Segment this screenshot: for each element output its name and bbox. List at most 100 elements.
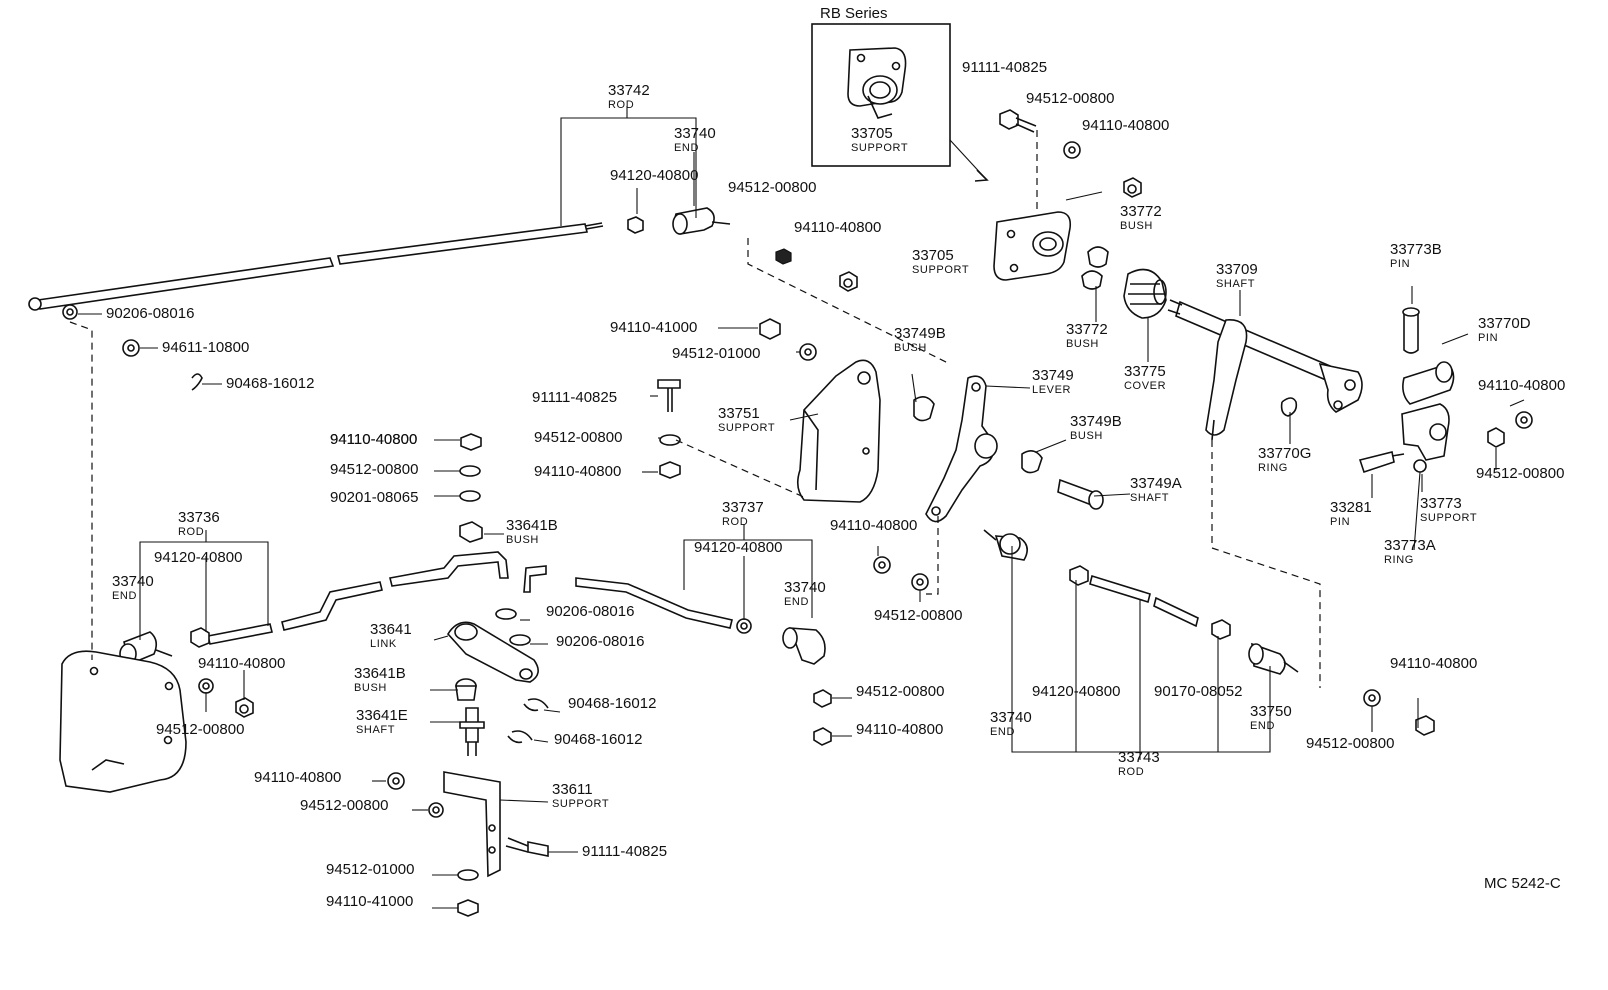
rb-series-inset: RB Series 33705 SUPPORT: [811, 5, 989, 182]
part-label-washer-94512-right: 94512-00800: [1476, 465, 1564, 482]
part-label-nut-94120-right: 94120-40800: [1032, 683, 1120, 700]
part-name: BUSH: [894, 342, 927, 354]
part-number: 94110-40800: [1478, 377, 1565, 394]
part-number: 33750: [1250, 703, 1292, 720]
part-number: 33281: [1330, 499, 1372, 516]
part-name: END: [784, 596, 809, 608]
rod-33743-drawing: [983, 529, 1435, 736]
top-right-hardware: [999, 109, 1142, 198]
right-pins: [1280, 307, 1533, 474]
part-label-nut-94110-l2: 94110-40800: [330, 431, 417, 448]
part-label-washer-90201: 90201-08065: [330, 489, 418, 506]
part-label-washer-90206-a: 90206-08016: [546, 603, 634, 620]
support-33705-drawing: [993, 211, 1072, 281]
part-number: 33770D: [1478, 315, 1531, 332]
part-label-washer-94512-left: 94512-00800: [156, 721, 244, 738]
part-name: LINK: [370, 638, 397, 650]
lever-33749-drawing: [913, 375, 1104, 523]
part-number: 90206-08016: [556, 633, 644, 650]
part-label-bolt-91111-bottom: 91111-40825: [582, 843, 667, 860]
part-number: 94512-00800: [1476, 465, 1564, 482]
lever-hardware: [873, 556, 929, 591]
part-number: 33641: [370, 621, 412, 638]
part-number: 33705: [912, 247, 954, 264]
link-33641-drawing: [447, 608, 549, 756]
part-number: 33740: [674, 125, 716, 142]
inset-support-drawing: [847, 47, 907, 119]
part-number: 94512-00800: [1306, 735, 1394, 752]
top-end-assembly: [627, 207, 858, 292]
part-name: SHAFT: [1216, 278, 1255, 290]
part-label-washer-94512-br: 94512-00800: [1306, 735, 1394, 752]
part-label-nut-90170: 90170-08052: [1154, 683, 1242, 700]
part-name: LEVER: [1032, 384, 1071, 396]
part-number: 94110-40800: [1082, 117, 1169, 134]
bush-33772-drawings: [1081, 246, 1109, 290]
part-label-nut-94110-top: 94110-40800: [794, 219, 881, 236]
part-name: SHAFT: [1130, 492, 1169, 504]
part-label-nut-94120-top: 94120-40800: [610, 167, 698, 184]
part-number: 33749B: [894, 325, 946, 342]
part-label-nut-94110-low: 94110-40800: [856, 721, 943, 738]
part-number: 94120-40800: [154, 549, 242, 566]
part-name: ROD: [722, 516, 748, 528]
part-number: 91111-40825: [532, 389, 617, 406]
part-name: SUPPORT: [912, 264, 969, 276]
part-number: 94512-00800: [300, 797, 388, 814]
mid-left-hardware: [459, 318, 817, 543]
part-number: 94110-40800: [856, 721, 943, 738]
part-number: 33775: [1124, 363, 1166, 380]
rod-33742-drawing: [28, 222, 604, 320]
part-label-clip-90468-top: 90468-16012: [226, 375, 314, 392]
part-number: 94110-40800: [534, 463, 621, 480]
part-name: BUSH: [1120, 220, 1153, 232]
part-label-washer-94512-l1: 94512-00800: [874, 607, 962, 624]
part-label-nut-94110-left: 94110-40800: [198, 655, 285, 672]
part-number: 94512-00800: [330, 461, 418, 478]
part-number: 90468-16012: [568, 695, 656, 712]
part-number: 33770G: [1258, 445, 1311, 462]
part-number: 33743: [1118, 749, 1160, 766]
part-number: 90468-16012: [554, 731, 642, 748]
part-label-nut-94110-right: 94110-40800: [1478, 377, 1565, 394]
part-number: 94110-41000: [610, 319, 697, 336]
part-number: 33773: [1420, 495, 1462, 512]
part-number: 90201-08065: [330, 489, 418, 506]
part-name: BUSH: [1070, 430, 1103, 442]
part-number: 94512-01000: [326, 861, 414, 878]
part-number: 90468-16012: [226, 375, 314, 392]
part-label-washer-90206-b: 90206-08016: [556, 633, 644, 650]
part-name: COVER: [1124, 380, 1166, 392]
inset-frame: [811, 23, 951, 167]
part-number: 33742: [608, 82, 650, 99]
part-name: END: [112, 590, 137, 602]
part-number: 33751: [718, 405, 760, 422]
part-number: 94512-00800: [874, 607, 962, 624]
part-number: 94110-41000: [326, 893, 413, 910]
part-label-nut-94110-41000-top: 94110-41000: [610, 319, 697, 336]
part-name: ROD: [178, 526, 204, 538]
support-33751-drawing: [796, 359, 881, 503]
part-number: 94611-10800: [162, 339, 249, 356]
part-label-washer-94512-bl: 94512-00800: [300, 797, 388, 814]
part-label-bolt-91111-mid: 91111-40825: [532, 389, 617, 406]
part-number: 33749B: [1070, 413, 1122, 430]
